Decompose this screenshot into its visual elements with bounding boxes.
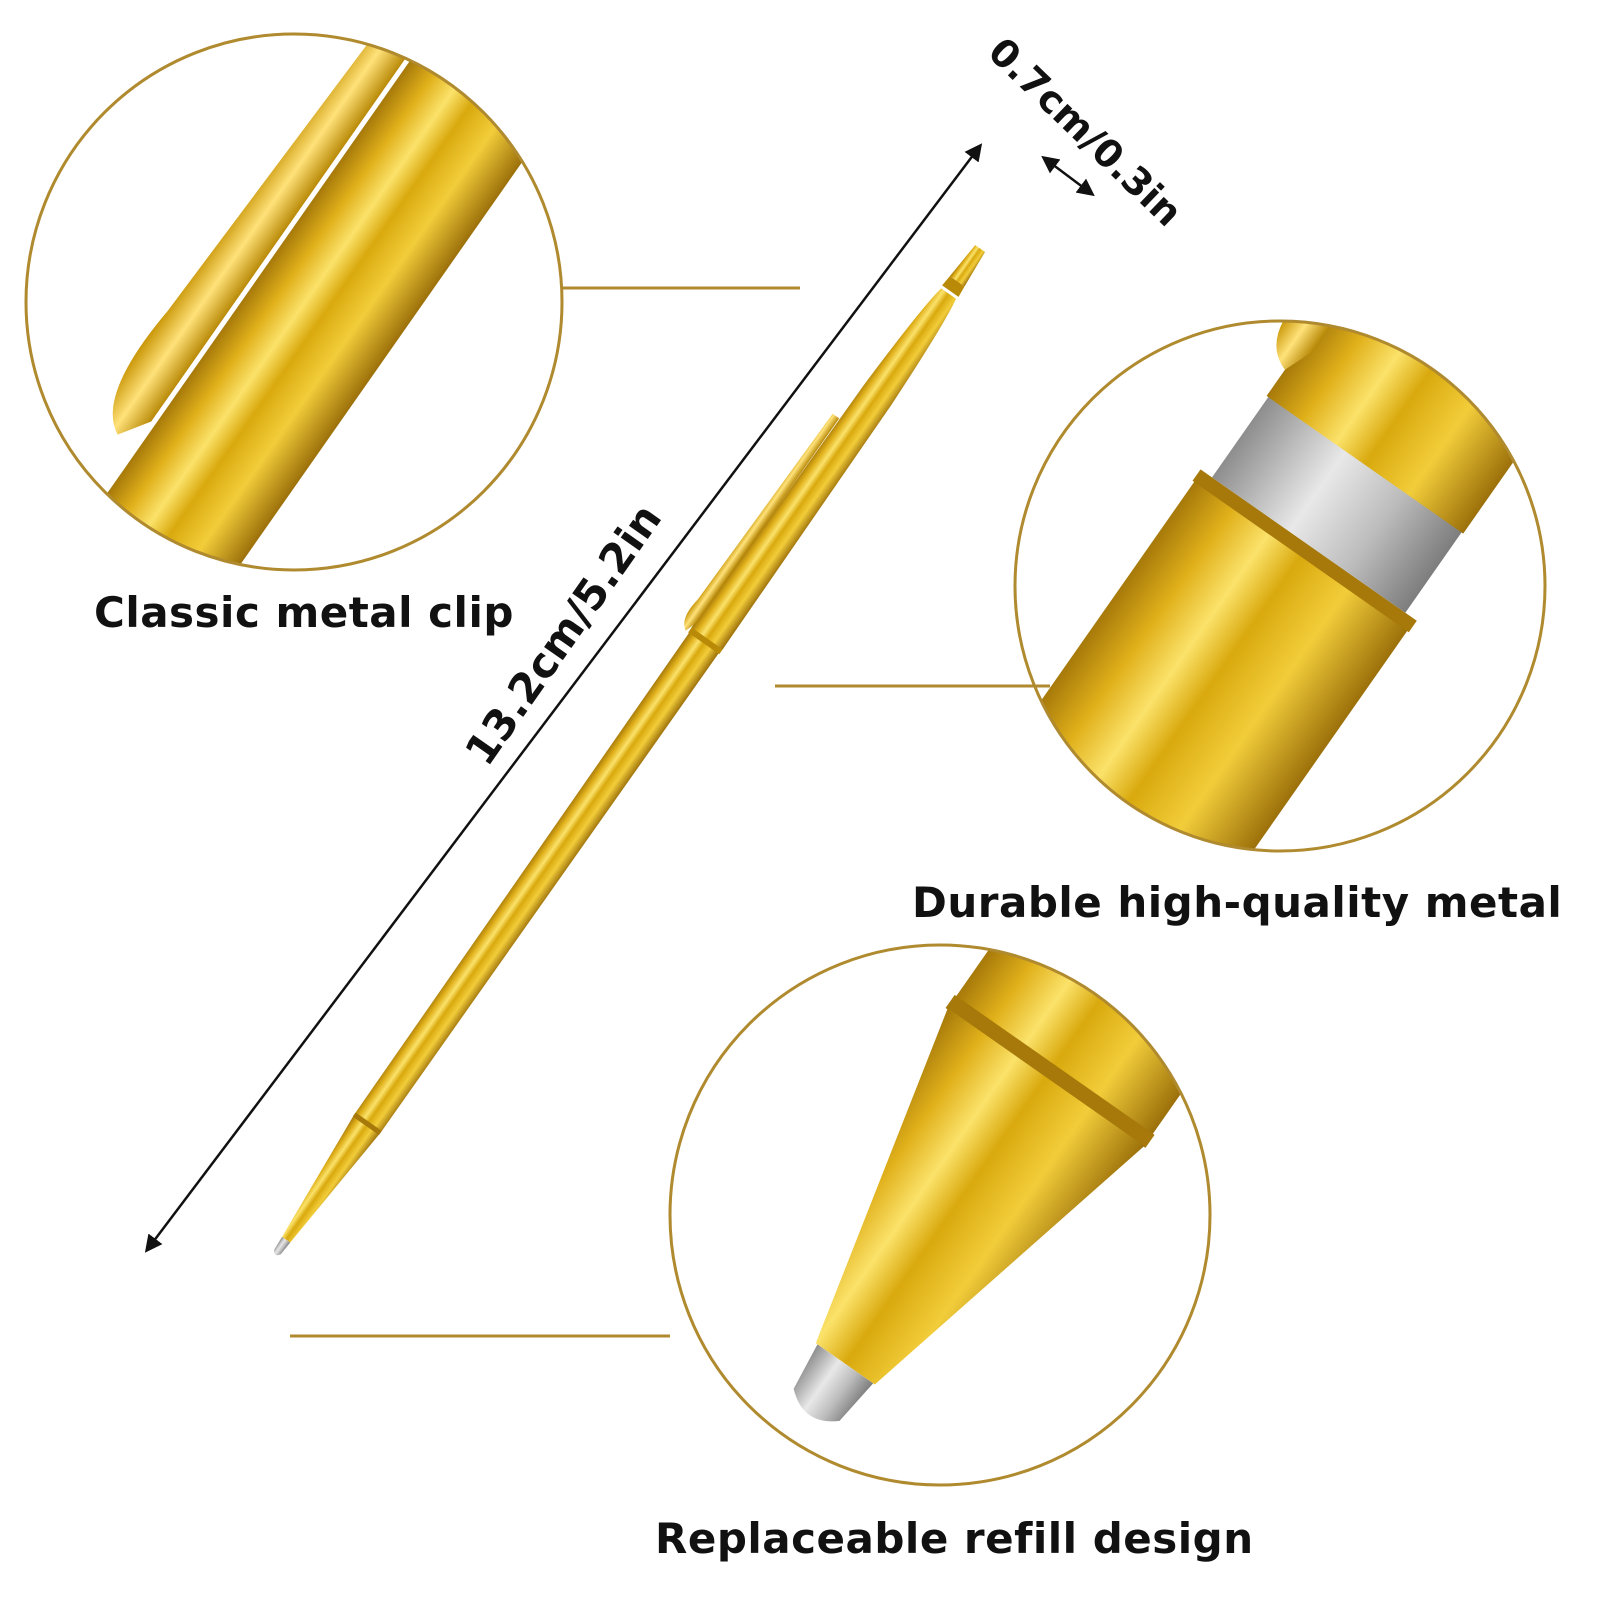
pen-cone bbox=[282, 1114, 381, 1243]
clip-detail-ring bbox=[24, 32, 564, 572]
caption-metal: Durable high-quality metal bbox=[912, 878, 1563, 927]
width-dimension-arrow bbox=[1041, 155, 1095, 197]
pen-push-button bbox=[949, 245, 986, 287]
length-dimension-arrow bbox=[144, 143, 983, 1253]
refill-detail-cone bbox=[815, 1008, 1145, 1385]
pen-cap bbox=[691, 288, 956, 650]
refill-detail-tip bbox=[793, 1344, 874, 1422]
metal-detail-lower-barrel bbox=[1015, 478, 1410, 851]
metal-detail-ring bbox=[1192, 469, 1417, 633]
callout-clip bbox=[24, 32, 800, 572]
pen-clip bbox=[684, 413, 840, 631]
clip-detail-clip bbox=[112, 34, 427, 435]
refill-detail-ring bbox=[945, 994, 1155, 1148]
refill-detail-ring-outline bbox=[668, 943, 1212, 1487]
clip-detail-barrel bbox=[26, 34, 562, 570]
caption-clip: Classic metal clip bbox=[94, 588, 514, 637]
caption-refill: Replaceable refill design bbox=[655, 1514, 1254, 1563]
metal-detail-ring-outline bbox=[1013, 319, 1547, 853]
metal-detail-silver-band bbox=[1212, 395, 1463, 613]
